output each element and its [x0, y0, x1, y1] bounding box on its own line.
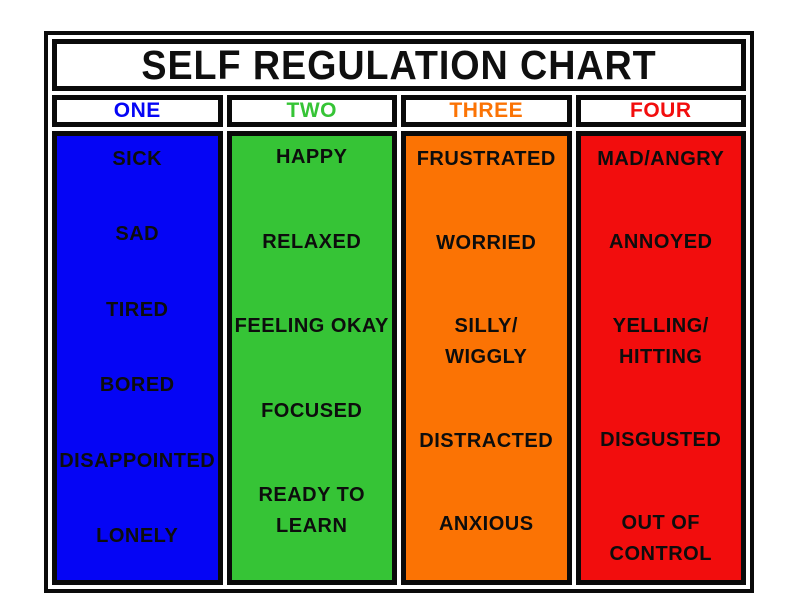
emotion-label: FEELING OKAY: [234, 315, 389, 337]
emotion-label: MAD/ANGRY: [597, 148, 725, 170]
column-three-body: FRUSTRATED WORRIED SILLY/ WIGGLY DISTRAC…: [401, 131, 572, 585]
column-one-body: SICK SAD TIRED BORED DISAPPOINTED LONELY: [52, 131, 223, 585]
column-two-body: HAPPY RELAXED FEELING OKAY FOCUSED READY…: [226, 131, 397, 585]
emotion-label: DISAPPOINTED: [59, 449, 216, 472]
emotion-label: SILLY/ WIGGLY: [445, 315, 528, 368]
emotion-label: OUT OF CONTROL: [609, 512, 712, 565]
emotion-label: SAD: [115, 223, 160, 246]
chart-title-text: SELF REGULATION CHART: [141, 41, 657, 88]
chart-frame: SELF REGULATION CHART ONE TWO THREE FOUR…: [44, 31, 754, 593]
emotion-label: LONELY: [96, 524, 179, 547]
emotion-label: FOCUSED: [261, 399, 363, 422]
column-header-four: FOUR: [575, 95, 746, 127]
chart-grid: SELF REGULATION CHART ONE TWO THREE FOUR…: [52, 39, 746, 585]
column-header-two: TWO: [226, 95, 397, 127]
emotion-label: YELLING/ HITTING: [612, 314, 709, 368]
column-header-three: THREE: [401, 95, 572, 127]
emotion-label: WORRIED: [436, 231, 537, 254]
emotion-label: READY TO LEARN: [258, 484, 366, 537]
emotion-label: TIRED: [106, 298, 169, 321]
column-four-body: MAD/ANGRY ANNOYED YELLING/ HITTING DISGU…: [575, 131, 746, 585]
chart-title: SELF REGULATION CHART: [52, 39, 746, 91]
emotion-label: ANNOYED: [608, 231, 713, 254]
emotion-label: DISGUSTED: [600, 428, 722, 451]
emotion-label: FRUSTRATED: [416, 148, 556, 170]
emotion-label: ANXIOUS: [438, 513, 534, 535]
emotion-label: BORED: [99, 374, 175, 397]
emotion-label: HAPPY: [276, 146, 348, 168]
emotion-label: SICK: [112, 148, 163, 170]
column-header-one: ONE: [52, 95, 223, 127]
emotion-label: RELAXED: [262, 230, 362, 253]
emotion-label: DISTRACTED: [419, 429, 554, 452]
